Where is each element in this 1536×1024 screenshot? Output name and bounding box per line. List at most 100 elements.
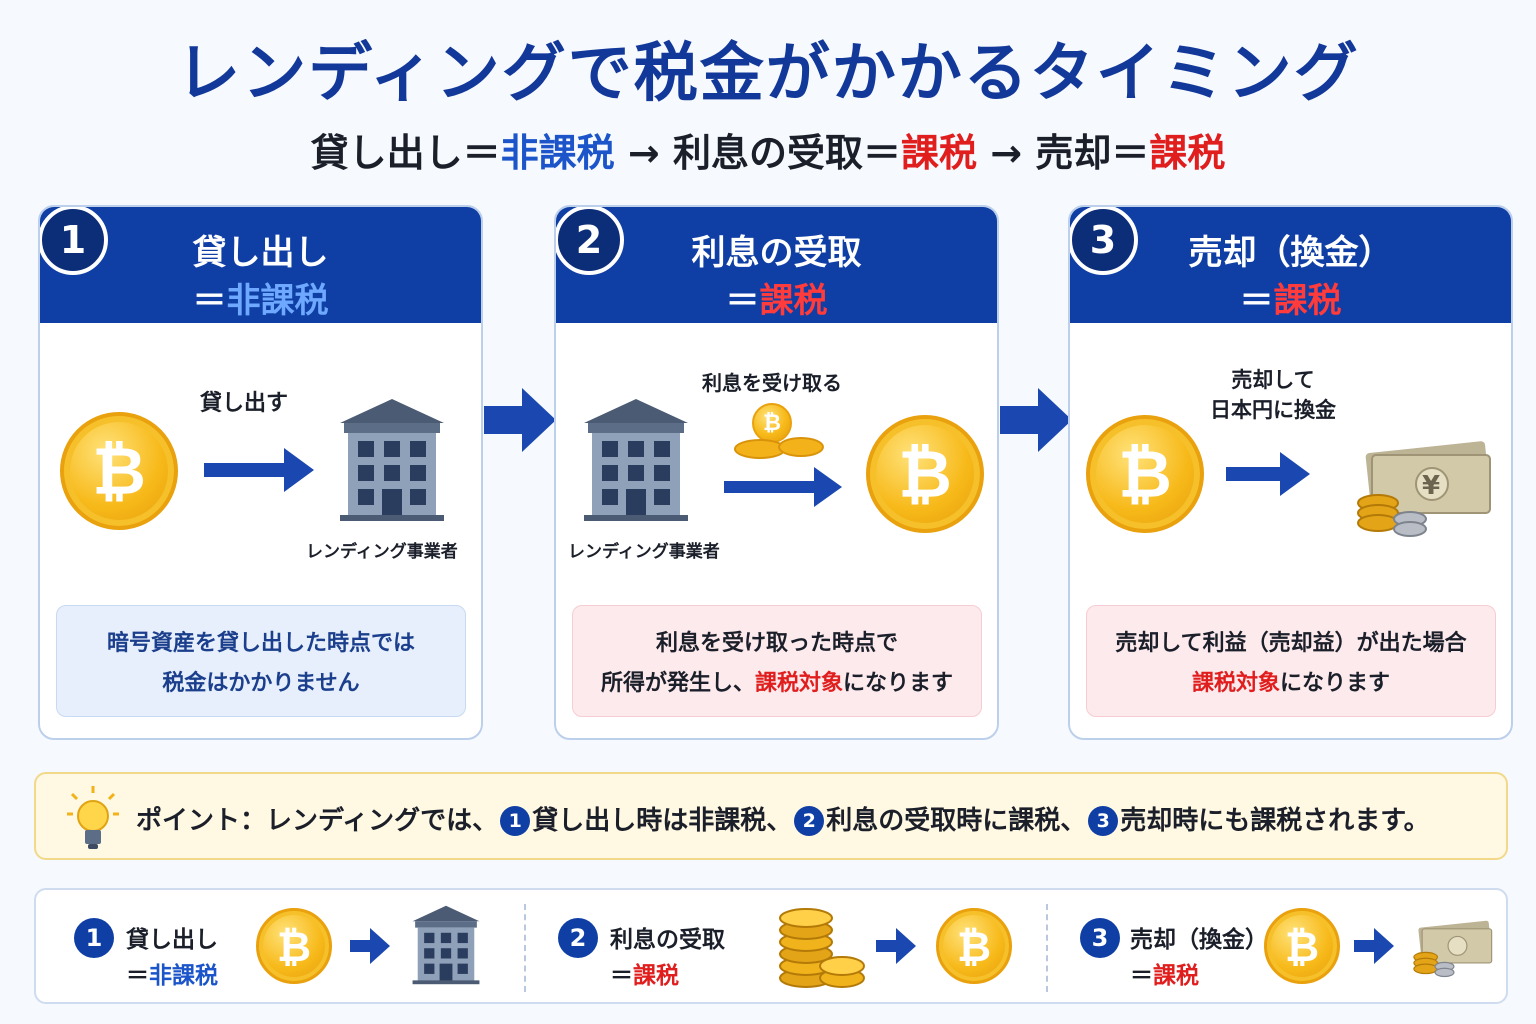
note-text: になります <box>843 671 954 696</box>
yen-icon: ¥ <box>1422 471 1441 501</box>
lightbulb-icon <box>67 786 119 849</box>
card-status-value: 課税 <box>1273 281 1342 321</box>
summary-status-eq: ＝ <box>610 963 633 989</box>
point-part: 利息の受取時に課税、 <box>826 806 1087 836</box>
subtitle-sell-value: 課税 <box>1149 131 1226 175</box>
card-header: 利息の受取 ＝課税 <box>556 207 997 323</box>
flow-arrow-2 <box>1000 406 1040 434</box>
note-highlight: 課税対象 <box>754 671 843 696</box>
card-status-value: 課税 <box>759 281 828 321</box>
building-icon <box>412 905 480 985</box>
summary-status-eq: ＝ <box>1130 963 1153 989</box>
bitcoin-coin-icon: ₿ <box>866 415 984 533</box>
point-part: 貸し出し時は非課税、 <box>532 806 793 836</box>
step-note: 暗号資産を貸し出した時点では 税金はかかりません <box>56 605 466 717</box>
summary-divider <box>524 904 526 992</box>
small-coin-icon: ₿ <box>752 403 792 443</box>
summary-status-value: 非課税 <box>149 963 218 989</box>
card-status-eq: ＝ <box>1239 281 1274 321</box>
card-status: ＝非課税 <box>40 273 481 322</box>
entity-label: レンディング事業者 <box>568 542 720 562</box>
card-status: ＝課税 <box>556 273 997 322</box>
action-label-line-1: 売却して <box>1231 368 1315 392</box>
summary-divider <box>1046 904 1048 992</box>
bitcoin-coin-icon: ₿ <box>60 412 178 530</box>
summary-status: ＝課税 <box>1130 956 1199 990</box>
step-card-sell: 売却（換金） ＝課税 3 売却して 日本円に換金 ₿ ¥ 売却して利益（売却益）… <box>1068 205 1513 740</box>
subtitle-arrow-2: → <box>977 131 1036 175</box>
arrow-head-icon <box>814 467 842 507</box>
action-label-line-2: 日本円に換金 <box>1210 398 1336 422</box>
summary-label: 売却（換金） <box>1130 927 1268 953</box>
summary-status-value: 課税 <box>1153 963 1199 989</box>
note-line-1: 売却して利益（売却益）が出た場合 <box>1115 631 1467 656</box>
point-number: 1 <box>500 806 531 836</box>
point-part: 売却時にも課税されます。 <box>1120 806 1430 836</box>
action-label: 利息を受け取る <box>702 371 842 395</box>
note-line-2: 税金はかかりません <box>162 671 360 696</box>
arrow-right-icon <box>876 940 898 952</box>
summary-strip: 1 貸し出し ＝非課税 ₿ 2 利息の受取 ＝課税 ₿ 3 売却（換金） ＝課税… <box>34 888 1508 1004</box>
card-heading: 貸し出し <box>192 233 329 273</box>
action-label: 売却して 日本円に換金 <box>1210 365 1336 425</box>
summary-number: 1 <box>74 918 114 958</box>
note-line-1: 暗号資産を貸し出した時点では <box>106 631 415 656</box>
subtitle: 貸し出し＝非課税 → 利息の受取＝課税 → 売却＝課税 <box>0 122 1536 177</box>
summary-label: 利息の受取 <box>610 927 725 953</box>
arrow-head-icon <box>1374 928 1394 964</box>
action-label: 貸し出す <box>200 391 289 416</box>
note-line-2: 課税対象になります <box>1097 664 1485 704</box>
summary-status: ＝非課税 <box>126 956 218 990</box>
bitcoin-coin-icon: ₿ <box>1086 415 1204 533</box>
note-line-1: 利息を受け取った時点で <box>655 631 898 656</box>
note-text: 所得が発生し、 <box>600 671 755 696</box>
arrow-right-icon <box>1354 940 1376 952</box>
bitcoin-coin-icon: ₿ <box>256 908 332 984</box>
bitcoin-coin-icon: ₿ <box>936 908 1012 984</box>
subtitle-arrow-1: → <box>614 131 673 175</box>
coin-stack-icon <box>778 437 824 457</box>
bitcoin-coin-icon: ₿ <box>1264 908 1340 984</box>
step-note: 売却して利益（売却益）が出た場合 課税対象になります <box>1086 605 1496 717</box>
card-header: 売却（換金） ＝課税 <box>1070 207 1511 323</box>
flow-arrow-2-head <box>1038 388 1072 452</box>
card-heading: 売却（換金） <box>1188 233 1393 273</box>
arrow-head-icon <box>1280 452 1310 496</box>
subtitle-lend: 貸し出し＝ <box>310 131 501 175</box>
flow-arrow-1-head <box>522 388 556 452</box>
summary-status-eq: ＝ <box>126 963 149 989</box>
coin-stack-icon <box>779 908 865 988</box>
building-icon <box>584 399 688 521</box>
step-number: 3 <box>1070 207 1138 275</box>
arrow-head-icon <box>896 928 916 964</box>
arrow-right-icon <box>204 463 286 477</box>
step-card-interest: 利息の受取 ＝課税 2 レンディング事業者 利息を受け取る ₿ ₿ 利息を受け取… <box>554 205 999 740</box>
card-status-eq: ＝ <box>725 281 760 321</box>
summary-number: 3 <box>1080 918 1120 958</box>
note-text: になります <box>1280 671 1391 696</box>
card-header: 貸し出し ＝非課税 <box>40 207 481 323</box>
page-title: レンディングで税金がかかるタイミング <box>176 37 1360 111</box>
cash-icon <box>1413 920 1493 978</box>
point-number: 2 <box>794 806 825 836</box>
summary-label: 貸し出し <box>126 927 218 953</box>
arrow-right-icon <box>1226 467 1282 481</box>
flow-arrow-1 <box>484 406 524 434</box>
cash-icon <box>1357 441 1491 537</box>
note-line-2: 所得が発生し、課税対象になります <box>583 664 971 704</box>
point-number: 3 <box>1088 806 1119 836</box>
subtitle-lend-value: 非課税 <box>500 131 615 175</box>
subtitle-interest-value: 課税 <box>901 131 978 175</box>
step-number: 1 <box>40 207 108 275</box>
arrow-right-icon <box>724 481 816 493</box>
summary-number: 2 <box>558 918 598 958</box>
point-prefix: ポイント：レンディングでは、 <box>136 806 499 836</box>
step-number: 2 <box>556 207 624 275</box>
summary-status-value: 課税 <box>633 963 679 989</box>
summary-status: ＝課税 <box>610 956 679 990</box>
step-card-lend: 貸し出し ＝非課税 1 貸し出す ₿ レンディング事業者 暗号資産を貸し出した時… <box>38 205 483 740</box>
entity-label: レンディング事業者 <box>306 542 458 562</box>
card-status: ＝課税 <box>1070 273 1511 322</box>
